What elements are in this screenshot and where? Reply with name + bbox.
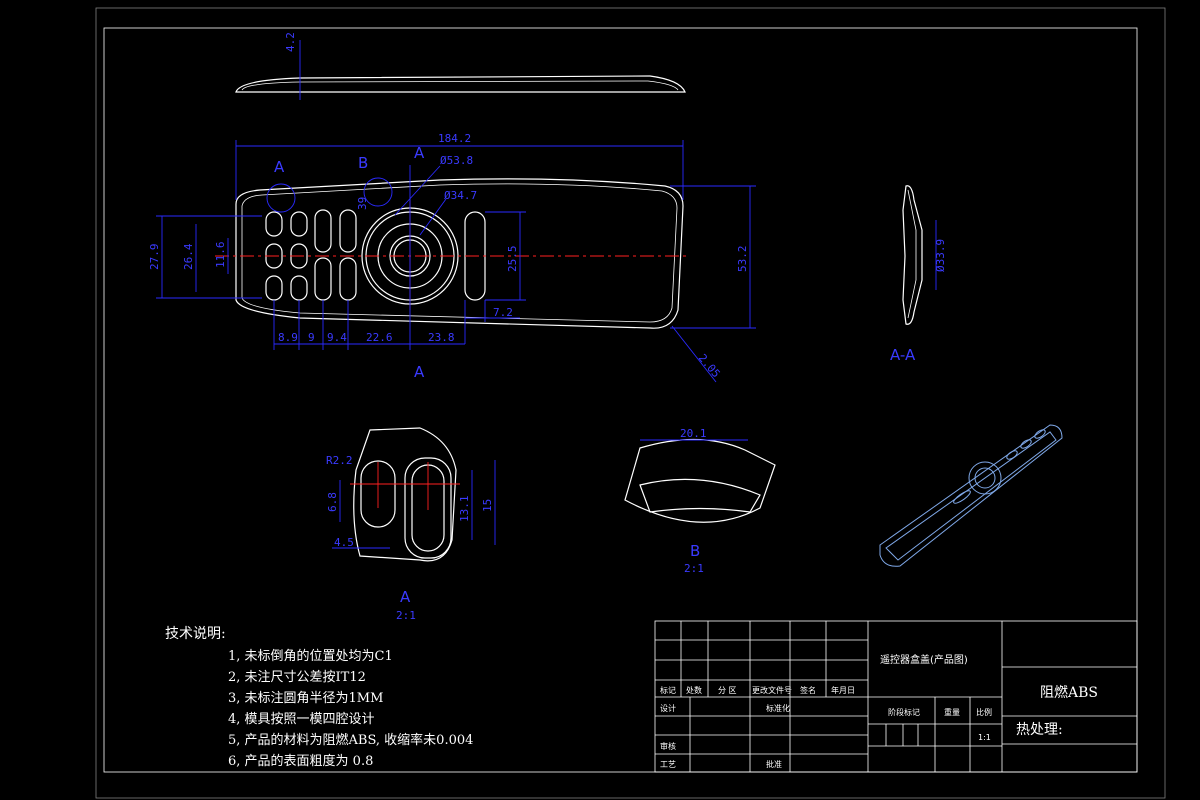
tb-material: 阻燃ABS [1040, 684, 1098, 701]
dim-dpad-inner: Ø34.7 [444, 189, 477, 202]
dim-b2: 9 [308, 331, 315, 344]
dim-dpad-outer: Ø53.8 [440, 154, 473, 167]
tb-biaoji: 标记 [660, 685, 676, 695]
dim-overall-length: 184.2 [438, 132, 471, 145]
dim-39: 39 [356, 197, 369, 210]
tb-part-name: 遥控器盒盖(产品图) [880, 653, 968, 666]
view-b-label: B [358, 154, 368, 172]
tb-scale: 1:1 [978, 733, 991, 742]
dim-b4: 22.6 [366, 331, 393, 344]
dim-detail-a-h2: 13.1 [458, 496, 471, 523]
tb-genggai: 更改文件号 [752, 685, 792, 695]
dim-b1: 8.9 [278, 331, 298, 344]
detail-a-view: R2.2 6.8 4.5 13.1 15 A 2:1 [326, 427, 496, 622]
section-a-bottom-label: A [414, 363, 425, 381]
dim-detail-a-h3: 15 [481, 499, 494, 512]
tb-biaozhunhua: 标准化 [766, 703, 790, 713]
dim-detail-a-r: R2.2 [326, 454, 353, 467]
note-6: 6, 产品的表面粗度为 0.8 [228, 753, 373, 769]
view-a-label: A [274, 158, 285, 176]
dim-detail-a-h: 6.8 [326, 492, 339, 512]
dim-b5: 23.8 [428, 331, 455, 344]
tb-zhongliang: 重量 [944, 707, 960, 717]
section-a-a-view: Ø33.9 A-A [890, 185, 947, 364]
dim-section-dia: Ø33.9 [934, 239, 947, 272]
side-profile-view: 4.2 [235, 32, 686, 100]
note-2: 2, 未注尺寸公差按IT12 [228, 670, 366, 685]
tb-bili: 比例 [976, 707, 992, 717]
title-block: 标记 处数 分 区 更改文件号 签名 年月日 设计 标准化 审核 工艺 批准 遥… [654, 620, 1138, 773]
notes-title: 技术说明: [165, 626, 226, 642]
dim-right-slot: 25.5 [506, 246, 519, 273]
dim-left-h3: 11.6 [214, 242, 227, 269]
dim-b3: 9.4 [327, 331, 347, 344]
note-4: 4, 模具按照一模四腔设计 [228, 712, 375, 727]
dim-detail-b-w: 20.1 [680, 427, 707, 440]
tb-sheji: 设计 [660, 703, 676, 713]
dim-detail-a-w: 4.5 [334, 536, 354, 549]
section-a-top-label: A [414, 144, 425, 162]
note-5: 5, 产品的材料为阻燃ABS, 收缩率未0.004 [228, 732, 473, 748]
detail-b-scale: 2:1 [684, 562, 704, 575]
plan-view: A A A B 184.2 Ø53.8 Ø34.7 39 27.9 26.4 1… [148, 132, 756, 383]
section-view-label: A-A [890, 346, 916, 364]
detail-b-view: 20.1 B 2:1 [624, 427, 776, 575]
detail-a-label: A [400, 588, 411, 606]
tb-gongyi: 工艺 [660, 760, 676, 769]
dim-left-h2: 26.4 [182, 243, 195, 270]
note-3: 3, 未标注圆角半径为1MM [228, 691, 383, 706]
tb-nianyueri: 年月日 [831, 685, 855, 695]
dim-overall-width: 53.2 [736, 246, 749, 273]
drawing-border [103, 27, 1138, 773]
tb-shenhe: 审核 [660, 741, 676, 751]
dim-slot-offset: 7.2 [493, 306, 513, 319]
dim-top-thickness: 4.2 [284, 32, 297, 52]
keypad-buttons [265, 209, 357, 301]
outer-border [95, 7, 1166, 799]
dim-angle: 2.05 [696, 352, 723, 381]
tb-chushu: 处数 [686, 685, 702, 695]
detail-a-scale: 2:1 [396, 609, 416, 622]
detail-b-label: B [690, 542, 700, 560]
dim-left-h1: 27.9 [148, 244, 161, 271]
tb-jieduan: 阶段标记 [888, 707, 920, 717]
tb-pizhun: 批准 [766, 759, 782, 769]
isometric-view [879, 424, 1063, 567]
tb-qianming: 签名 [800, 685, 816, 695]
note-1: 1, 未标倒角的位置处均为C1 [228, 648, 393, 664]
tb-fenqu: 分 区 [718, 686, 737, 695]
tb-heat-treat: 热处理: [1016, 722, 1063, 738]
technical-notes: 技术说明: 1, 未标倒角的位置处均为C1 2, 未注尺寸公差按IT12 3, … [165, 626, 473, 769]
